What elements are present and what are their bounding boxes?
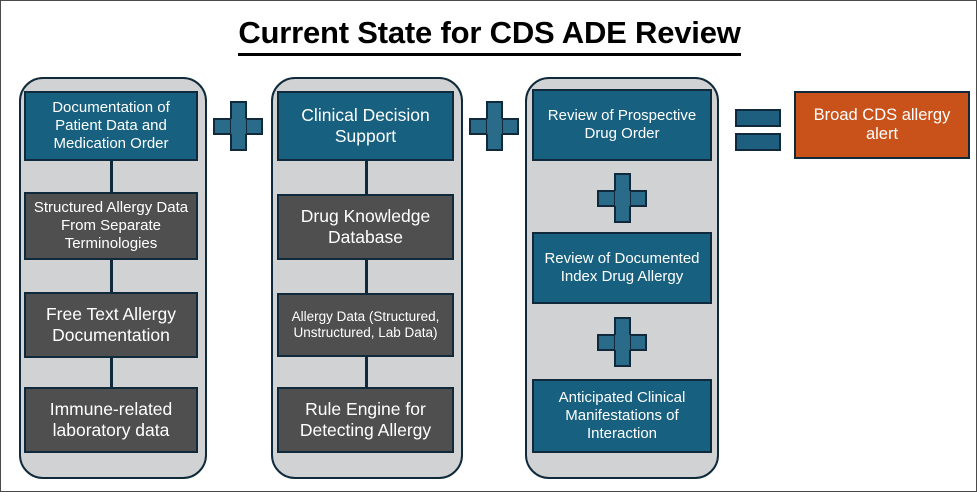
- connector-col2-3-4: [365, 357, 368, 389]
- connector-col1-1-2: [110, 161, 113, 197]
- plus-center: [614, 190, 630, 206]
- plus-operator-1: [213, 101, 263, 151]
- page-title-text: Current State for CDS ADE Review: [238, 15, 741, 56]
- node-structured-allergy-data[interactable]: Structured Allergy Data From Separate Te…: [24, 192, 198, 260]
- plus-operator-col3-a: [597, 173, 647, 223]
- node-free-text-allergy-documentation[interactable]: Free Text Allergy Documentation: [24, 292, 198, 358]
- connector-col1-2-3: [110, 259, 113, 295]
- plus-center: [486, 118, 502, 134]
- node-allergy-data-sources[interactable]: Allergy Data (Structured, Unstructured, …: [277, 293, 454, 357]
- connector-col2-2-3: [365, 259, 368, 295]
- plus-center: [230, 118, 246, 134]
- node-review-of-prospective-drug-order[interactable]: Review of Prospective Drug Order: [532, 89, 712, 161]
- node-broad-cds-allergy-alert[interactable]: Broad CDS allergy alert: [794, 91, 970, 159]
- plus-operator-col3-b: [597, 317, 647, 367]
- page-title: Current State for CDS ADE Review: [1, 15, 976, 56]
- connector-col1-3-4: [110, 357, 113, 389]
- node-review-of-documented-index-drug-allergy[interactable]: Review of Documented Index Drug Allergy: [532, 232, 712, 304]
- node-documentation-of-patient-data[interactable]: Documentation of Patient Data and Medica…: [24, 91, 198, 161]
- plus-operator-2: [469, 101, 519, 151]
- equals-bar-bottom: [735, 133, 781, 151]
- plus-center: [614, 334, 630, 350]
- node-clinical-decision-support[interactable]: Clinical Decision Support: [277, 91, 454, 161]
- node-rule-engine-for-detecting-allergy[interactable]: Rule Engine for Detecting Allergy: [277, 387, 454, 453]
- equals-bar-top: [735, 109, 781, 127]
- node-anticipated-clinical-manifestations[interactable]: Anticipated Clinical Manifestations of I…: [532, 379, 712, 453]
- node-drug-knowledge-database[interactable]: Drug Knowledge Database: [277, 194, 454, 260]
- equals-operator: [735, 109, 781, 151]
- node-immune-related-laboratory-data[interactable]: Immune-related laboratory data: [24, 387, 198, 453]
- connector-col2-1-2: [365, 161, 368, 197]
